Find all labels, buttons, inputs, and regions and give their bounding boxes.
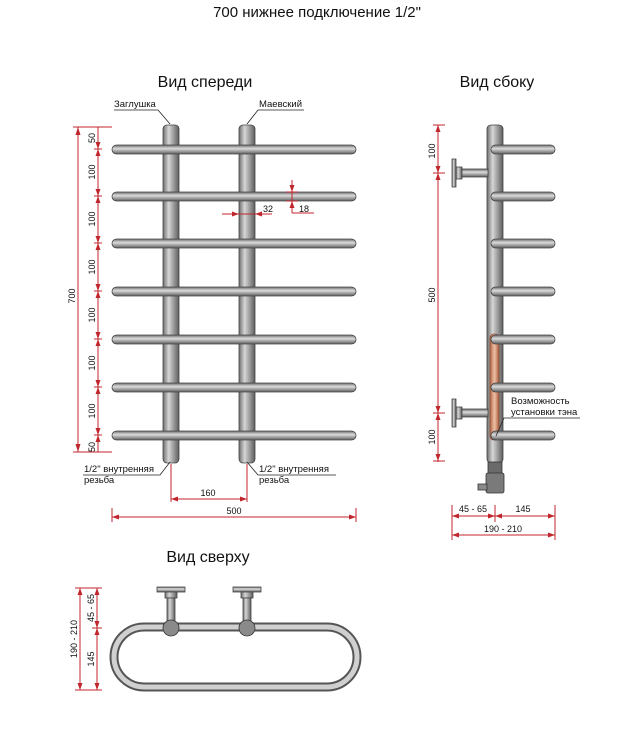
dim-700-label: 700 (67, 288, 77, 303)
dim-width: 500 (111, 506, 357, 522)
top-rung-outline (109, 622, 362, 692)
dim-center-distance: 160 (170, 464, 248, 502)
rung-4 (111, 286, 357, 297)
rungs (111, 144, 357, 441)
side-rung-stubs (490, 144, 556, 441)
dim-seg-3: 100 (87, 211, 97, 226)
dim-seg-6: 100 (87, 355, 97, 370)
label-plug: Заглушка (114, 99, 157, 110)
side-dim-wall: 45 - 65 (459, 504, 487, 514)
dim-seg-4: 100 (87, 259, 97, 274)
rung-6 (111, 382, 357, 393)
heater-terminal-box (477, 461, 505, 494)
top-dim-total: 190 - 210 (69, 620, 79, 658)
dim-seg-1: 50 (87, 133, 97, 143)
top-mount-left (156, 586, 186, 637)
label-thread-right-line2: резьба (259, 475, 290, 486)
side-dim-bottom: 100 (427, 429, 437, 444)
top-rung-highlight (111, 624, 360, 690)
dim-seg-8: 50 (87, 442, 97, 452)
top-mount-right (232, 586, 262, 637)
page-title: 700 нижнее подключение 1/2" (213, 4, 421, 21)
dim-seg-2: 100 (87, 164, 97, 179)
rung-2 (111, 191, 357, 202)
front-view-title: Вид спереди (158, 74, 253, 91)
side-view-title: Вид сбоку (460, 74, 535, 91)
dim-seg-5: 100 (87, 307, 97, 322)
rung-1 (111, 144, 357, 155)
top-dim: 190 - 210 45 - 65 145 (69, 587, 102, 691)
front-view: Вид спереди Заглушка Маевский 1/2" внутр… (67, 74, 357, 522)
side-dim-depth: 145 (515, 504, 530, 514)
side-dim-top: 100 (427, 143, 437, 158)
label-thread-left-line1: 1/2" внутренняя (84, 464, 154, 475)
dim-160-label: 160 (200, 488, 215, 498)
side-wall-mount-bottom (451, 398, 489, 428)
dim-rung-diameter: 18 (286, 180, 314, 214)
side-view: Вид сбоку (427, 74, 580, 540)
dim-32-label: 32 (263, 204, 273, 214)
dim-500-width-label: 500 (226, 506, 241, 516)
rung-7 (111, 430, 357, 441)
side-dim-vertical: 100 500 100 (427, 124, 445, 462)
label-mayevsky: Маевский (259, 99, 302, 110)
side-wall-mount-top (451, 158, 489, 188)
top-dim-wall: 45 - 65 (86, 594, 96, 622)
top-view-title: Вид сверху (166, 549, 249, 566)
dim-total-height: 700 (67, 126, 112, 453)
side-dim-horizontal: 45 - 65 145 190 - 210 (451, 504, 556, 540)
dim-pipe-diameter: 32 (222, 204, 273, 217)
top-view: Вид сверху 190 - 210 (69, 549, 362, 692)
dim-18-label: 18 (299, 204, 309, 214)
rung-5 (111, 334, 357, 345)
label-thread-left-line2: резьба (84, 475, 115, 486)
label-thread-right-line1: 1/2" внутренняя (259, 464, 329, 475)
label-heater-line2: установки тэна (511, 407, 578, 418)
side-dim-total-depth: 190 - 210 (484, 524, 522, 534)
rung-3 (111, 238, 357, 249)
label-heater-line1: Возможность (511, 396, 570, 407)
dim-seg-7: 100 (87, 403, 97, 418)
dim-segment-chain: 50 100 100 100 100 100 100 50 (87, 127, 102, 452)
side-dim-middle: 500 (427, 287, 437, 302)
top-dim-depth: 145 (86, 651, 96, 666)
